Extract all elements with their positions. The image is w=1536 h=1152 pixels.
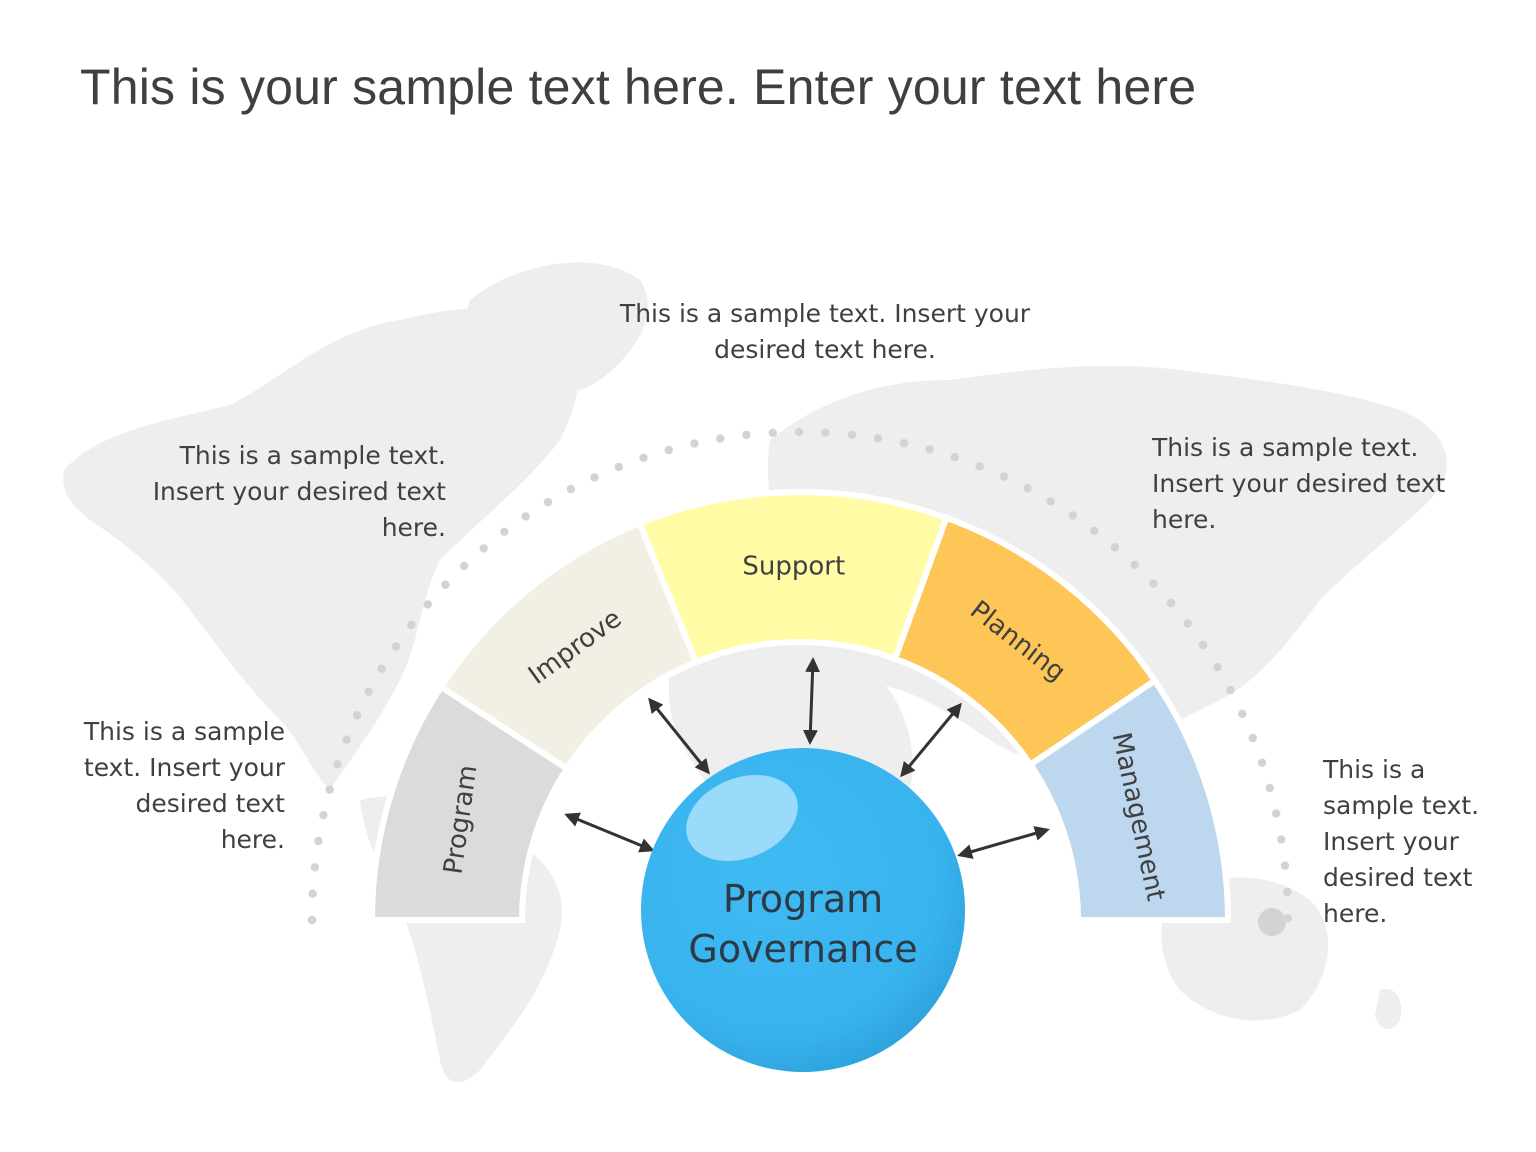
arc-dot bbox=[999, 472, 1009, 481]
arc-dot bbox=[325, 785, 334, 794]
arc-dot bbox=[308, 889, 317, 898]
arc-dot bbox=[1272, 809, 1281, 818]
map-greenland bbox=[467, 262, 648, 395]
segment-support-label: Support bbox=[742, 552, 845, 582]
arc-dot bbox=[821, 428, 830, 437]
arc-dot bbox=[333, 760, 342, 769]
arc-dot bbox=[1090, 526, 1099, 535]
arc-dot bbox=[664, 445, 673, 455]
center-label-line1: Program bbox=[723, 877, 883, 921]
center-label-line2: Governance bbox=[688, 927, 917, 971]
arc-dot bbox=[614, 462, 623, 472]
arc-dot bbox=[1183, 619, 1192, 628]
arc-dot bbox=[1130, 560, 1139, 569]
arc-dot bbox=[310, 863, 320, 872]
connector-arrow-management bbox=[957, 826, 1050, 859]
arc-dot bbox=[1046, 497, 1055, 506]
arc-dot bbox=[364, 687, 373, 696]
arc-dot bbox=[377, 664, 386, 673]
arc-dot bbox=[1238, 709, 1247, 718]
arc-dot bbox=[873, 434, 883, 443]
arc-dot bbox=[1166, 598, 1176, 608]
arc-dot bbox=[479, 544, 488, 553]
arc-dot bbox=[950, 453, 959, 462]
arc-dot bbox=[407, 620, 416, 630]
arc-dot bbox=[794, 427, 804, 437]
arc-dot bbox=[590, 473, 599, 482]
arc-dot bbox=[716, 434, 725, 443]
arc-dot bbox=[441, 580, 450, 589]
connector-arrow-improve bbox=[648, 697, 710, 775]
arc-dot bbox=[925, 445, 934, 454]
arc-dot bbox=[847, 430, 857, 439]
arc-dot bbox=[307, 915, 317, 925]
note-top: This is a sample text. Insert your desir… bbox=[619, 299, 1031, 364]
center-node: Program Governance bbox=[641, 748, 965, 1072]
arc-dot bbox=[352, 711, 362, 720]
arc-dot bbox=[975, 462, 984, 471]
arc-dot bbox=[690, 439, 699, 448]
slide-title: This is your sample text here. Enter you… bbox=[80, 59, 1197, 115]
arc-dot bbox=[1149, 579, 1158, 588]
arc-dot bbox=[742, 430, 751, 440]
arc-dot bbox=[342, 735, 351, 744]
map-new-zealand bbox=[1375, 989, 1402, 1030]
segment-planning: Planning bbox=[891, 513, 1159, 769]
arc-dot bbox=[1110, 543, 1120, 552]
arc-dot bbox=[639, 453, 648, 462]
arc-dot bbox=[1265, 783, 1275, 793]
dotted-arc bbox=[307, 427, 1293, 936]
arc-dot bbox=[1068, 511, 1078, 520]
arc-dot bbox=[1023, 484, 1032, 493]
segment-management-shape bbox=[1026, 676, 1232, 923]
arc-dot bbox=[566, 484, 576, 494]
arc-dot bbox=[1277, 835, 1286, 844]
arc-dot bbox=[500, 527, 509, 536]
arc-dot bbox=[1213, 663, 1222, 672]
arc-dot bbox=[1198, 640, 1208, 650]
connector-arrow-planning bbox=[900, 702, 962, 778]
arc-dot bbox=[1226, 685, 1235, 695]
arc-dot bbox=[314, 836, 323, 846]
arc-dot bbox=[768, 428, 777, 437]
connector-arrow-support bbox=[802, 657, 821, 745]
center-sphere-highlight bbox=[686, 775, 798, 861]
note-lower-left: This is a sample text. Insert your desir… bbox=[83, 717, 285, 854]
arc-dot bbox=[1280, 861, 1290, 870]
arc-end-node bbox=[1258, 908, 1286, 936]
arc-dot bbox=[1248, 733, 1258, 743]
note-upper-left: This is a sample text. Insert your desir… bbox=[152, 441, 446, 542]
connector-arrow-program bbox=[564, 812, 655, 853]
arc-dot bbox=[543, 497, 553, 507]
arc-dot bbox=[423, 600, 432, 609]
arrows bbox=[564, 657, 1050, 859]
map-north-america bbox=[63, 308, 579, 790]
arc-dot bbox=[391, 642, 401, 651]
arc-dot bbox=[1283, 887, 1292, 897]
arc-dot bbox=[459, 561, 469, 571]
arc-dot bbox=[521, 512, 530, 521]
note-upper-right: This is a sample text. Insert your desir… bbox=[1152, 433, 1446, 534]
arc-dot bbox=[1257, 758, 1267, 767]
segment-management: Management bbox=[1026, 676, 1232, 923]
note-lower-right: This is a sample text. Insert your desir… bbox=[1323, 755, 1480, 928]
arc-dot bbox=[899, 439, 909, 448]
arc-dot bbox=[319, 811, 328, 820]
